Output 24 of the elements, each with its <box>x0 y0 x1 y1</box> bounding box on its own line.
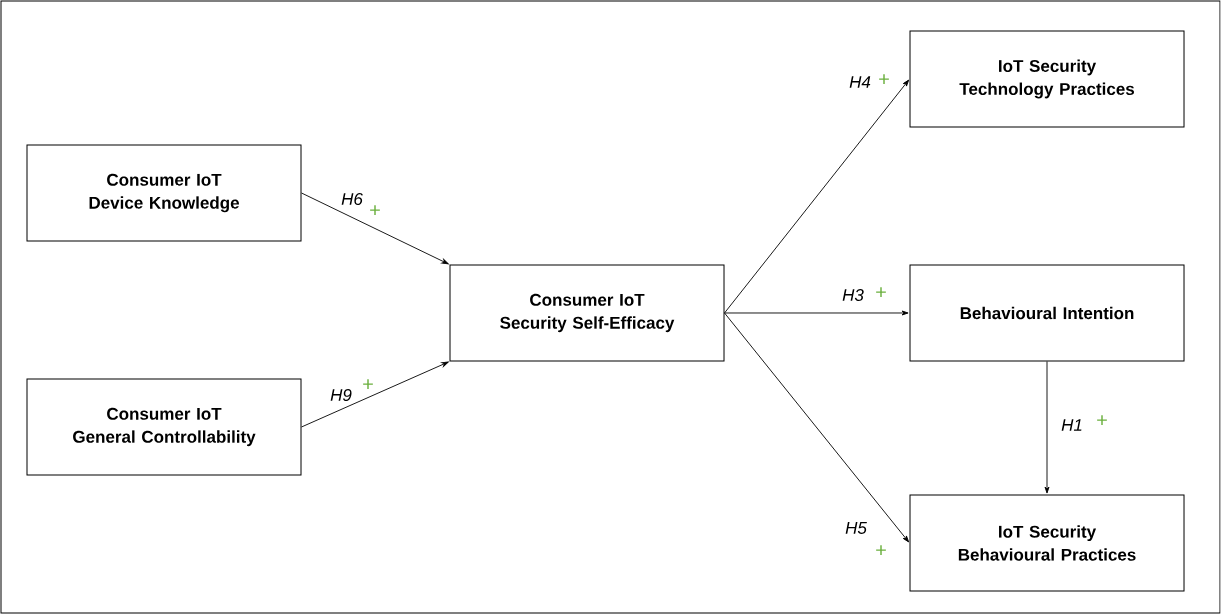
hypothesis-label: H5 <box>845 522 867 534</box>
plus-sign: + <box>1097 415 1107 425</box>
construct-box: Consumer IoT Security Self-Efficacy <box>449 264 725 362</box>
plus-sign: + <box>876 545 886 555</box>
plus-sign: + <box>876 287 886 297</box>
arrow <box>724 312 910 543</box>
plus-sign: + <box>370 205 380 215</box>
arrow <box>1044 361 1050 494</box>
hypothesis-label: H4 <box>849 76 871 88</box>
plus-sign: + <box>879 74 889 84</box>
hypothesis-label: H6 <box>341 193 363 205</box>
construct-box: IoT Security Technology Practices <box>909 30 1185 128</box>
hypothesis-label: H1 <box>1061 419 1082 431</box>
construct-box: Behavioural Intention <box>909 264 1185 362</box>
plus-sign: + <box>363 379 373 389</box>
construct-box: IoT Security Behavioural Practices <box>909 494 1185 592</box>
arrow <box>724 79 910 314</box>
construct-box: Consumer IoT General Controllability <box>26 378 302 476</box>
hypothesis-label: H3 <box>842 289 864 301</box>
arrow <box>724 310 909 316</box>
construct-box: Consumer IoT Device Knowledge <box>26 144 302 242</box>
arrow <box>301 192 449 265</box>
arrow <box>301 361 449 428</box>
hypothesis-label: H9 <box>330 389 352 401</box>
